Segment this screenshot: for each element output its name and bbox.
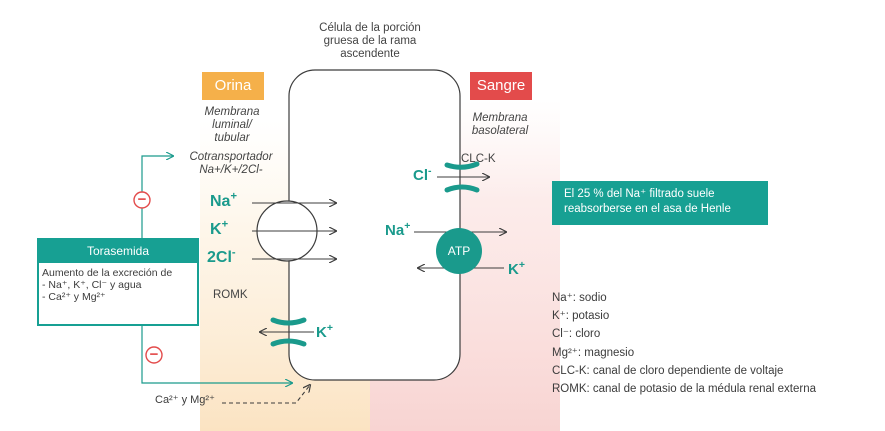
inhibit-circle-bottom [145,346,163,364]
luminal-membrane-label: Membrana luminal/ tubular [196,106,268,145]
basolateral-membrane-label: Membrana basolateral [460,112,540,138]
na-ion-label: Na+ [210,190,237,211]
ion-charge: - [231,246,236,259]
legend-item: K⁺: potasio [552,310,610,323]
orina-tag: Orina [202,72,264,100]
inhibit-circle-top [133,191,151,209]
cell-title-line: gruesa de la rama [323,35,417,47]
atp-label: ATP [447,244,471,258]
cotransporter-line: Na+/K+/2Cl- [199,164,263,176]
ion-symbol: K [508,261,519,278]
ca-mg-path [222,385,310,404]
membrane-line: Membrana [204,106,260,118]
membrane-line: basolateral [471,125,529,137]
ion-charge: + [221,218,229,231]
inhibit-line-bottom [141,326,292,383]
torasemida-body: Aumento de la excreción de - Na⁺, K⁺, Cl… [42,267,197,303]
sangre-tag: Sangre [470,72,532,100]
romk-channel-bottom [270,338,307,347]
inhibit-line-top [141,156,173,238]
membrane-line: Membrana [472,112,528,124]
ion-symbol: Cl [413,167,428,184]
ion-charge: + [326,322,333,334]
clc-channel-bottom [444,184,480,193]
ca-mg-label: Ca²⁺ y Mg²⁺ [155,394,215,406]
k-romk-label: K+ [316,322,333,341]
atp-pump [436,228,482,274]
info-note: El 25 % del Na⁺ filtrado suele reabsorbe… [552,181,768,225]
cl-ion-label: 2Cl- [207,246,236,267]
inhibit-symbol-bottom: − [149,346,159,363]
k-ion-label: K+ [210,218,229,239]
torasemida-line: - Na⁺, K⁺, Cl⁻ y agua [42,279,142,291]
note-line: reabsorberse en el asa de Henle [564,203,731,215]
ion-symbol: 2Cl [207,249,232,266]
legend-item: Mg²⁺: magnesio [552,346,635,359]
cell-title-line: Célula de la porción [319,22,421,34]
ion-symbol: Na [210,193,231,210]
cotransporter-line: Cotransportador [189,151,273,163]
legend-item: Na⁺: sodio [552,292,607,304]
ion-charge: + [518,259,525,271]
clc-channel-top [444,161,480,170]
ion-symbol: K [316,324,327,341]
romk-label: ROMK [213,289,248,301]
cell-title-line: ascendente [340,48,400,60]
membrane-line: tubular [214,132,250,144]
clc-k-label: CLC-K [461,153,496,165]
romk-channel-top [270,317,307,326]
cotransporter-label: Cotransportador Na+/K+/2Cl- [180,151,282,177]
torasemida-title: Torasemida [39,240,197,263]
ion-symbol: K [210,221,222,238]
legend-item: Cl⁻: cloro [552,328,601,341]
ion-charge: + [230,190,237,203]
ion-symbol: Na [385,222,405,239]
cell-title: Célula de la porción gruesa de la rama a… [295,22,445,61]
ion-charge: - [428,165,432,177]
legend-item: ROMK: canal de potasio de la médula rena… [552,383,817,396]
ion-charge: + [404,220,411,232]
k-right-label: K+ [508,259,525,278]
torasemida-line: Aumento de la excreción de [42,267,173,279]
legend-item: CLC-K: canal de cloro dependiente de vol… [552,364,784,377]
cl-right-label: Cl- [413,165,432,184]
torasemida-line: - Ca²⁺ y Mg²⁺ [42,291,106,303]
inhibit-symbol-top: − [137,191,147,208]
legend: Na⁺: sodio K⁺: potasio Cl⁻: cloro Mg²⁺: … [552,289,816,398]
na-right-label: Na+ [385,220,411,239]
note-line: El 25 % del Na⁺ filtrado suele [564,188,715,200]
membrane-line: luminal/ [212,119,252,131]
